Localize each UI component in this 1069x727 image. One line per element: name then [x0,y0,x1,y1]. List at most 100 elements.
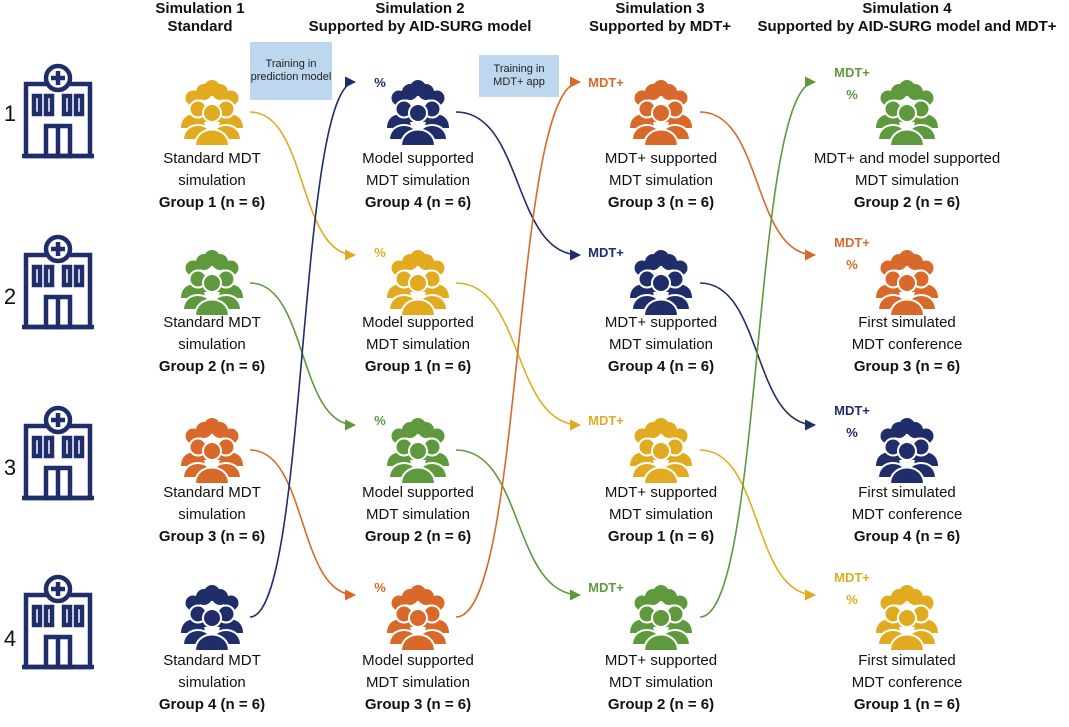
group-label: Group 1 (n = 6) [853,696,961,713]
flow-arrow [249,449,357,601]
group-description: simulation [178,336,246,353]
group-description: Standard MDT [163,314,261,331]
team-group-icon [629,250,693,316]
team-group-icon [180,418,244,484]
column-header-sim3: Simulation 3 Supported by MDT+ [560,0,760,36]
team-group-icon [386,80,450,146]
group-description: MDT simulation [855,172,959,189]
group-description: MDT+ supported [604,652,718,669]
row-number: 1 [3,101,17,126]
group-description: MDT conference [851,506,963,523]
flow-arrow [699,76,817,618]
group-description: MDT conference [851,336,963,353]
team-group-icon [629,80,693,146]
team-group-icon [386,418,450,484]
team-group-icon [629,585,693,651]
column-header-sim1: Simulation 1 Standard [130,0,270,36]
hospital-icon [22,404,94,502]
group-label: Group 2 (n = 6) [853,194,961,211]
group-description: Model supported [362,150,474,167]
mdt-plus-tag: MDT+ [834,403,870,418]
column-header-title: Simulation 2 [375,0,465,17]
group-description: MDT simulation [609,506,713,523]
group-label: Group 1 (n = 6) [158,194,266,211]
group-label: Group 2 (n = 6) [607,696,715,713]
hospital-icon [22,573,94,671]
training-note-mdt-app: Training in MDT+ app [479,55,559,97]
team-group-icon [875,250,939,316]
column-header-subtitle: Supported by AID-SURG model [308,18,532,35]
flow-arrow [699,111,817,261]
group-description: MDT+ and model supported [813,150,1001,167]
percent-tag: % [374,413,386,428]
group-label: Group 3 (n = 6) [853,358,961,375]
row-number: 2 [3,284,17,309]
mdt-plus-tag: MDT+ [834,235,870,250]
column-header-title: Simulation 4 [862,0,952,17]
flow-arrow [455,111,582,261]
percent-tag: % [374,580,386,595]
column-header-subtitle: Supported by AID-SURG model and MDT+ [757,18,1057,35]
mdt-plus-tag: MDT+ [834,65,870,80]
column-header-sim2: Simulation 2 Supported by AID-SURG model [295,0,545,36]
team-group-icon [180,250,244,316]
column-header-sim4: Simulation 4 Supported by AID-SURG model… [748,0,1066,36]
group-label: Group 4 (n = 6) [364,194,472,211]
group-description: MDT simulation [366,336,470,353]
group-label: Group 2 (n = 6) [364,528,472,545]
mdt-plus-tag: MDT+ [834,570,870,585]
group-label: Group 1 (n = 6) [364,358,472,375]
percent-tag: % [846,257,858,272]
group-label: Group 4 (n = 6) [607,358,715,375]
group-description: simulation [178,506,246,523]
group-description: MDT simulation [609,674,713,691]
group-description: MDT+ supported [604,314,718,331]
flow-arrow [699,449,817,601]
mdt-plus-tag: MDT+ [588,75,624,90]
column-header-subtitle: Supported by MDT+ [588,18,732,35]
mdt-plus-tag: MDT+ [588,245,624,260]
column-header-title: Simulation 1 [155,0,245,17]
flow-arrow [455,76,582,618]
group-description: Model supported [362,314,474,331]
group-label: Group 3 (n = 6) [607,194,715,211]
team-group-icon [180,80,244,146]
column-header-subtitle: Standard [167,18,233,35]
team-group-icon [386,585,450,651]
group-description: MDT conference [851,674,963,691]
percent-tag: % [846,87,858,102]
group-label: Group 1 (n = 6) [607,528,715,545]
group-description: First simulated [858,484,956,501]
group-label: Group 3 (n = 6) [364,696,472,713]
group-description: simulation [178,674,246,691]
percent-tag: % [846,425,858,440]
flow-arrow [249,76,357,618]
row-number: 3 [3,455,17,480]
flow-arrow [249,111,357,261]
group-description: Model supported [362,652,474,669]
column-header-title: Simulation 3 [615,0,705,17]
group-description: First simulated [858,314,956,331]
group-description: Standard MDT [163,652,261,669]
flow-arrow [455,449,582,601]
team-group-icon [180,585,244,651]
percent-tag: % [846,592,858,607]
percent-tag: % [374,75,386,90]
group-description: MDT simulation [609,172,713,189]
team-group-icon [875,585,939,651]
group-label: Group 2 (n = 6) [158,358,266,375]
